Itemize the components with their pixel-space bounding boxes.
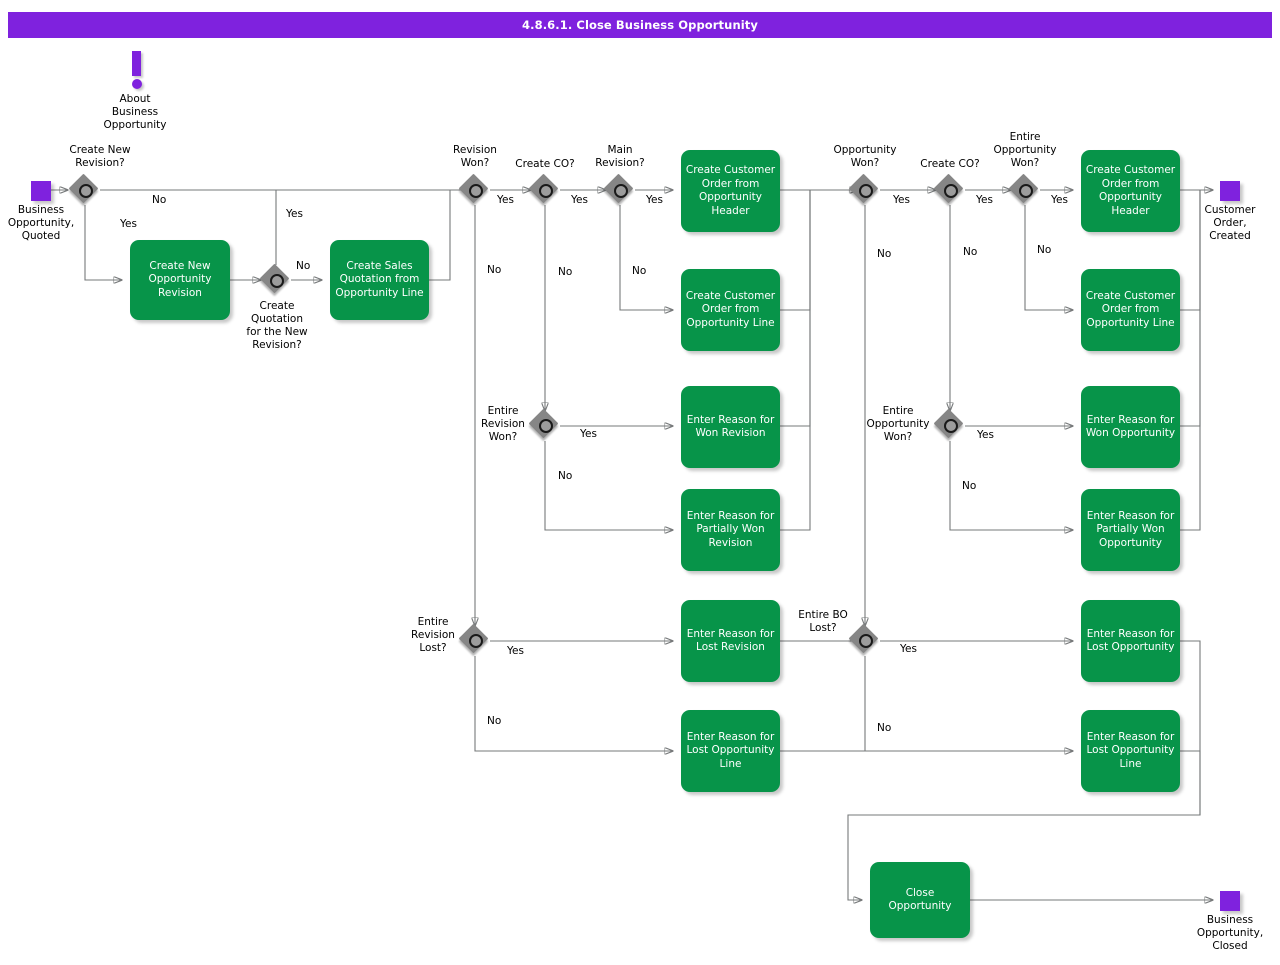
gw-entire-opportunity-won[interactable] [933,408,965,440]
flow-label-yes: Yes [893,194,910,206]
flow-label-no: No [487,264,502,276]
gw-opportunity-won-label: Opportunity Won? [833,144,897,169]
task-label: Enter Reason for Lost Opportunity Line [686,730,775,770]
task-label: Enter Reason for Partially Won Opportuni… [1086,509,1175,549]
gw-entire-bo-lost[interactable] [848,623,880,655]
task-label: Create Customer Order from Opportunity L… [685,289,776,329]
task-create-new-opportunity-revision[interactable]: Create New Opportunity Revision [130,240,230,320]
task-create-customer-order-from-opportunity-line-revision[interactable]: Create Customer Order from Opportunity L… [681,269,780,351]
gw-create-co-opportunity[interactable] [933,173,965,205]
task-label: Enter Reason for Won Opportunity [1085,413,1176,440]
task-label: Enter Reason for Partially Won Revision [686,509,775,549]
gw-main-revision-label: Main Revision? [595,144,645,169]
gw-entire-revision-lost[interactable] [458,623,490,655]
gw-entire-opportunity-won-top[interactable] [1008,173,1040,205]
task-enter-reason-for-lost-opportunity-line-revision[interactable]: Enter Reason for Lost Opportunity Line [681,710,780,792]
gw-entire-bo-lost-label: Entire BO Lost? [798,609,848,634]
end-event-bo-label: Business Opportunity, Closed [1196,914,1264,952]
task-enter-reason-for-won-revision[interactable]: Enter Reason for Won Revision [681,386,780,468]
flow-label-yes: Yes [120,218,137,230]
flow-label-yes: Yes [507,645,524,657]
task-enter-reason-for-lost-revision[interactable]: Enter Reason for Lost Revision [681,600,780,682]
task-label: Close Opportunity [888,886,952,913]
task-enter-reason-for-partially-won-opportunity[interactable]: Enter Reason for Partially Won Opportuni… [1081,489,1180,571]
flow-label-yes: Yes [571,194,588,206]
flow-label-no: No [877,248,892,260]
task-create-customer-order-from-opportunity-header-opportunity[interactable]: Create Customer Order from Opportunity H… [1081,150,1180,232]
task-label: Create Customer Order from Opportunity H… [685,164,776,217]
annotation-label: About Business Opportunity [103,93,167,131]
gw-opportunity-won[interactable] [848,173,880,205]
flow-label-yes: Yes [1051,194,1068,206]
task-label: Create Customer Order from Opportunity H… [1085,164,1176,217]
flow-label-no: No [877,722,892,734]
flow-label-yes: Yes [900,643,917,655]
flow-label-no: No [152,194,167,206]
flow-label-yes: Yes [580,428,597,440]
task-close-opportunity[interactable]: Close Opportunity [870,862,970,938]
flow-label-yes: Yes [976,194,993,206]
task-enter-reason-for-lost-opportunity[interactable]: Enter Reason for Lost Opportunity [1081,600,1180,682]
gw-revision-won-label: Revision Won? [453,144,497,169]
task-create-sales-quotation-from-opportunity-line[interactable]: Create Sales Quotation from Opportunity … [330,240,429,320]
task-label: Create New Opportunity Revision [148,259,212,299]
task-label: Enter Reason for Won Revision [686,413,775,440]
flow-label-no: No [558,470,573,482]
gw-entire-revision-lost-label: Entire Revision Lost? [411,616,455,654]
flow-label-no: No [487,715,502,727]
gw-revision-won[interactable] [458,173,490,205]
gw-entire-revision-won[interactable] [528,408,560,440]
flow-label-yes: Yes [646,194,663,206]
task-label: Create Customer Order from Opportunity L… [1085,289,1176,329]
task-enter-reason-for-won-opportunity[interactable]: Enter Reason for Won Opportunity [1081,386,1180,468]
flow-label-yes: Yes [497,194,514,206]
start-event-label: Business Opportunity, Quoted [7,204,75,242]
gw-create-quotation-new-revision[interactable] [259,263,291,295]
exclamation-icon [127,51,147,91]
task-label: Enter Reason for Lost Opportunity Line [1086,730,1175,770]
task-enter-reason-for-partially-won-revision[interactable]: Enter Reason for Partially Won Revision [681,489,780,571]
flow-label-yes: Yes [286,208,303,220]
flow-label-no: No [962,480,977,492]
gw-create-new-revision-label: Create New Revision? [69,144,131,169]
task-label: Enter Reason for Lost Opportunity [1086,627,1175,654]
gw-entire-opportunity-won-label: Entire Opportunity Won? [866,405,930,443]
task-enter-reason-for-lost-opportunity-line-opportunity[interactable]: Enter Reason for Lost Opportunity Line [1081,710,1180,792]
gw-create-co-opportunity-label: Create CO? [920,158,980,170]
task-create-customer-order-from-opportunity-line-opportunity[interactable]: Create Customer Order from Opportunity L… [1081,269,1180,351]
gw-entire-revision-won-label: Entire Revision Won? [481,405,525,443]
task-label: Enter Reason for Lost Revision [686,627,775,654]
start-event-business-opportunity-quoted[interactable] [31,181,51,201]
task-create-customer-order-from-opportunity-header-revision[interactable]: Create Customer Order from Opportunity H… [681,150,780,232]
gw-main-revision[interactable] [603,173,635,205]
flow-label-no: No [558,266,573,278]
flow-label-no: No [1037,244,1052,256]
end-event-business-opportunity-closed[interactable] [1220,891,1240,911]
gw-create-co-revision[interactable] [528,173,560,205]
flow-label-yes: Yes [977,429,994,441]
flow-label-no: No [963,246,978,258]
flow-label-no: No [296,260,311,272]
gw-create-quotation-label: Create Quotation for the New Revision? [246,300,308,351]
end-event-co-label: Customer Order, Created [1204,204,1256,242]
page-title: 4.8.6.1. Close Business Opportunity [8,12,1272,38]
gw-create-new-revision[interactable] [68,173,100,205]
end-event-customer-order-created[interactable] [1220,181,1240,201]
gw-entire-opportunity-won-top-label: Entire Opportunity Won? [993,131,1057,169]
task-label: Create Sales Quotation from Opportunity … [335,259,424,299]
flow-label-no: No [632,265,647,277]
gw-create-co-revision-label: Create CO? [515,158,575,170]
